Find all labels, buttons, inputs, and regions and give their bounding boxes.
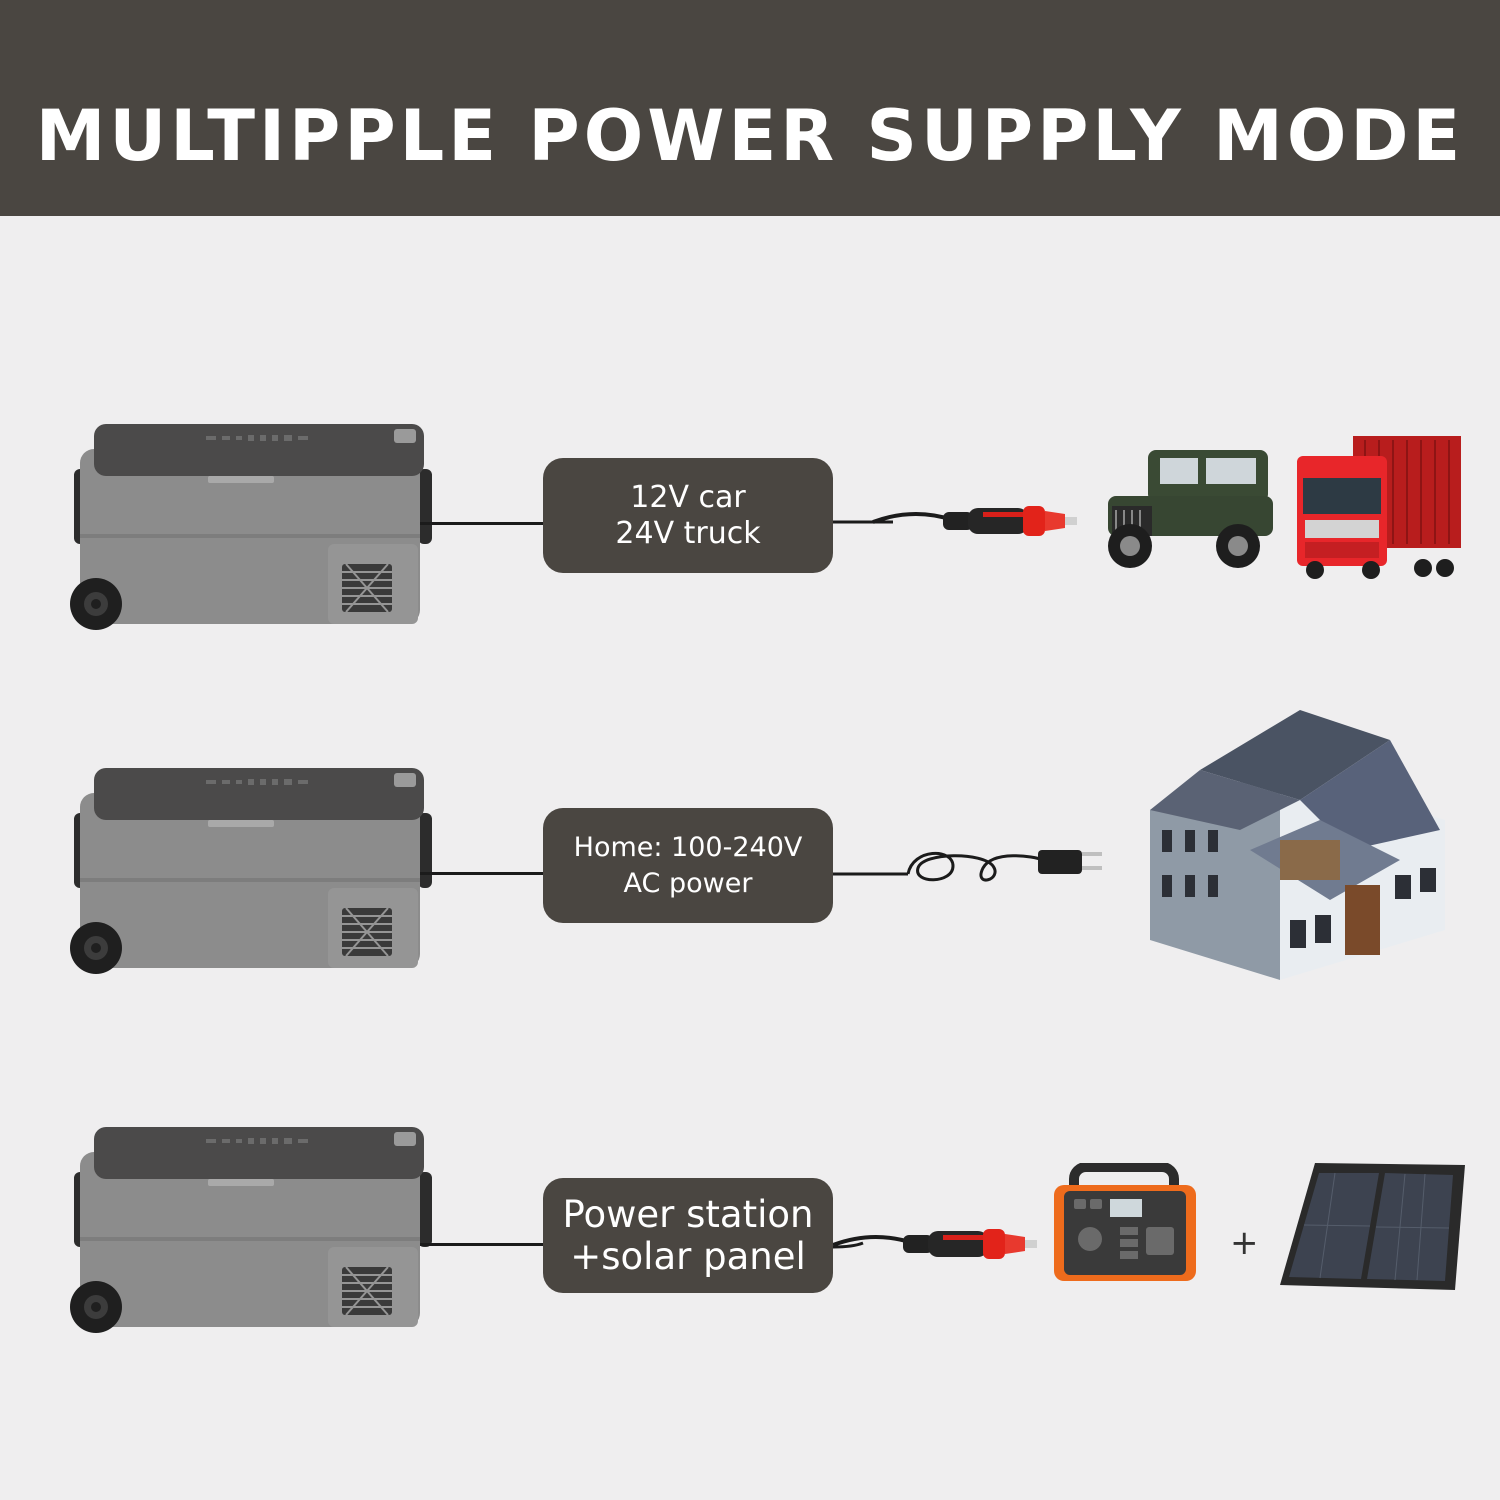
mode-row-home: Home: 100-240V AC power bbox=[0, 710, 1500, 998]
power-station-icon bbox=[1054, 1163, 1196, 1281]
car-plug-icon bbox=[833, 504, 1079, 538]
page-title: MULTIPPLE POWER SUPPLY MODE bbox=[35, 95, 1465, 177]
mode-label-line1: 12V car bbox=[630, 479, 746, 515]
mode-label-car: 12V car 24V truck bbox=[543, 458, 833, 573]
fridge-image bbox=[69, 768, 433, 975]
mode-label-power-station: Power station +solar panel bbox=[543, 1178, 833, 1293]
mode-row-car: 12V car 24V truck bbox=[0, 424, 1500, 654]
mode-label-line2: 24V truck bbox=[615, 515, 761, 551]
mode-label-line2: +solar panel bbox=[570, 1234, 806, 1278]
fridge-image bbox=[69, 1127, 433, 1334]
mode-row-power-station: Power station +solar panel + bbox=[0, 1127, 1500, 1357]
mode-label-line1: Home: 100-240V bbox=[573, 831, 803, 863]
mode-label-line2: AC power bbox=[623, 867, 753, 899]
power-cable bbox=[420, 872, 545, 875]
ac-power-cord-icon bbox=[833, 850, 1102, 882]
red-truck-icon bbox=[1297, 436, 1461, 579]
mode-label-line1: Power station bbox=[562, 1192, 814, 1236]
header-banner bbox=[0, 0, 1500, 216]
mode-label-home: Home: 100-240V AC power bbox=[543, 808, 833, 923]
car-jeep-icon bbox=[1108, 450, 1273, 568]
fridge-image bbox=[69, 424, 433, 631]
power-cable bbox=[420, 522, 545, 525]
plus-sign: + bbox=[1230, 1223, 1259, 1263]
power-cable bbox=[420, 1243, 545, 1246]
house-icon bbox=[1150, 710, 1445, 980]
car-plug-icon bbox=[833, 1227, 1039, 1261]
solar-panel-icon bbox=[1280, 1163, 1465, 1290]
